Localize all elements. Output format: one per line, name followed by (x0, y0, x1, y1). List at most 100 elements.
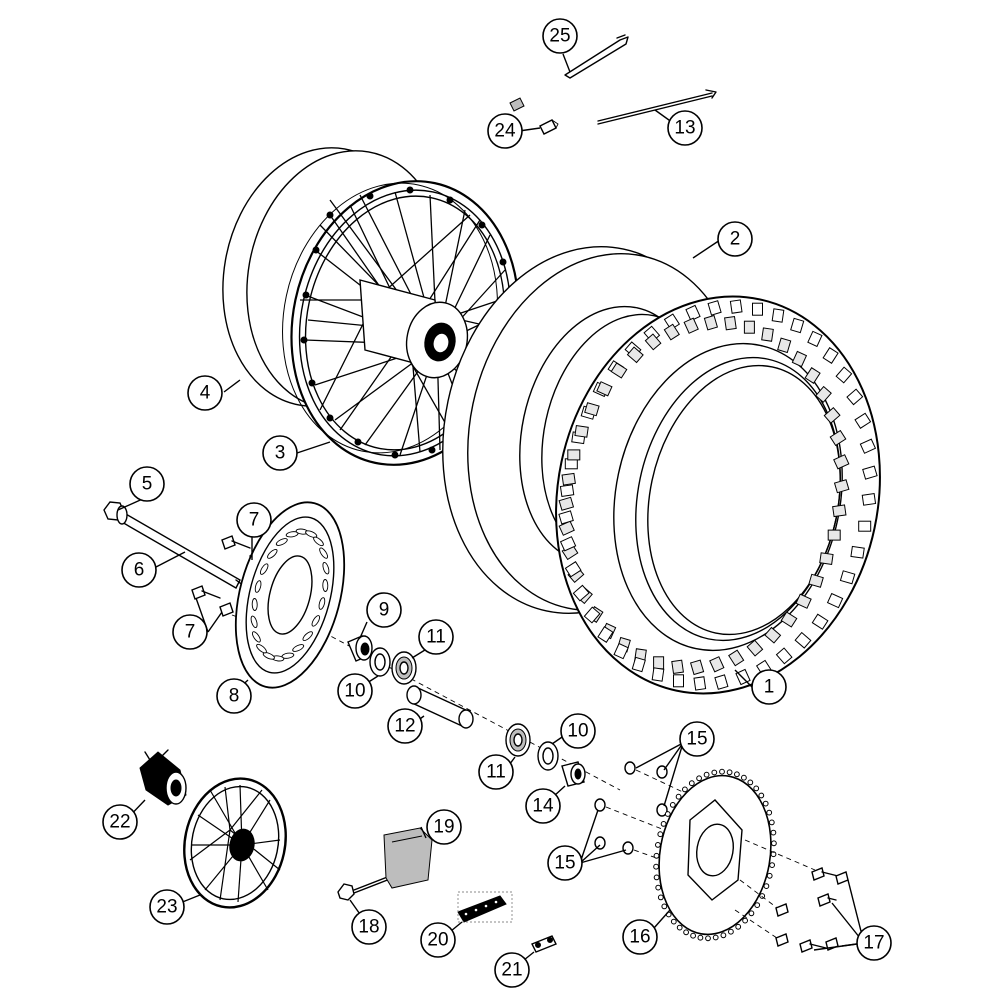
sprocket-tooth (696, 775, 702, 782)
tyre-knob (671, 659, 684, 675)
sprocket-tooth (753, 785, 760, 792)
svg-text:3: 3 (275, 443, 286, 464)
tyre-knob (685, 304, 701, 322)
callout-22: 22 (102, 804, 138, 840)
svg-text:21: 21 (501, 960, 522, 981)
sprocket-tooth (664, 811, 671, 817)
sprocket-tooth (653, 852, 660, 859)
sprocket-tooth (675, 793, 682, 800)
tyre-knob (728, 649, 745, 667)
callout-9: 9 (366, 592, 402, 628)
svg-text:9: 9 (379, 600, 390, 621)
sprocket-tooth (747, 779, 754, 786)
tyre-knob (746, 639, 764, 657)
callout-8: 8 (216, 678, 252, 714)
tyre-knob (780, 611, 798, 628)
part-chain-slider (383, 827, 433, 889)
brake-disc-hole (250, 615, 258, 629)
callout-16: 16 (622, 919, 658, 955)
tyre-knob (752, 302, 763, 316)
sprocket-tooth (754, 902, 761, 908)
tyre-knob (811, 613, 829, 630)
brake-disc-hole (311, 615, 321, 627)
tyre-knob (807, 330, 823, 348)
tyre-knob (663, 313, 681, 331)
sprocket-tooth (657, 831, 664, 838)
callout-7b: 7 (172, 614, 208, 650)
tyre-knob (693, 676, 707, 691)
part-adjuster-bolt (337, 875, 391, 901)
brake-disc-hole (256, 643, 267, 654)
tyre-knob (850, 545, 865, 559)
svg-text:16: 16 (629, 927, 650, 948)
tyre-knob (777, 337, 792, 354)
svg-text:15: 15 (554, 853, 575, 874)
part-bearing-lower (505, 723, 531, 757)
tyre-knob (567, 449, 581, 461)
part-sprocket-bolts (734, 839, 849, 953)
callout-24: 24 (487, 113, 523, 149)
sprocket-tooth (683, 929, 689, 936)
tyre-knob (564, 561, 582, 578)
part-master-link (531, 935, 557, 953)
brake-disc-hole (275, 538, 288, 546)
tyre-knob (631, 656, 646, 673)
tyre-knob (771, 308, 785, 323)
svg-text:6: 6 (134, 560, 145, 581)
sprocket-tooth (763, 883, 770, 889)
callout-19: 19 (426, 809, 462, 845)
sprocket-tooth (703, 771, 710, 778)
sprocket-tooth (705, 935, 711, 942)
tyre-knob (859, 438, 877, 454)
brake-disc-hole (267, 549, 278, 559)
callout-15a: 15 (679, 721, 715, 757)
sprocket-tooth (690, 932, 696, 939)
part-complete-wheel (183, 777, 287, 909)
callout-1: 1 (751, 669, 787, 705)
brake-disc-hole (322, 579, 329, 592)
part-hub-sleeve (406, 685, 474, 729)
brake-disc-holes (250, 528, 330, 662)
callout-15b: 15 (547, 845, 583, 881)
tyre-knobs (558, 299, 878, 691)
tyre-knob (729, 299, 743, 314)
tyre-knob (572, 584, 590, 602)
tyre-knob (583, 606, 601, 624)
svg-text:10: 10 (344, 681, 365, 702)
sprocket-tooth (720, 932, 727, 939)
tyre-knob (724, 315, 737, 331)
tyre-knob (775, 647, 793, 665)
tyre-knob (574, 425, 589, 438)
svg-text:17: 17 (863, 933, 884, 954)
tyre-knob (626, 346, 644, 364)
svg-text:19: 19 (433, 817, 454, 838)
tyre-knob (561, 472, 576, 486)
tyre-knob (644, 333, 662, 351)
svg-text:22: 22 (109, 812, 130, 833)
sprocket-tooth (742, 917, 748, 924)
tyre-knob (833, 454, 850, 470)
tyre-knob (861, 493, 877, 506)
brake-disc-hole (262, 652, 275, 660)
tyre-knob (651, 667, 665, 682)
brake-disc-hole (292, 644, 305, 652)
tyre-knob (743, 320, 755, 334)
svg-text:18: 18 (358, 917, 379, 938)
tyre-knob (823, 406, 841, 424)
svg-text:5: 5 (142, 474, 153, 495)
callout-2: 2 (717, 221, 753, 257)
part-drive-chain (457, 891, 513, 923)
sprocket-tooth (748, 910, 755, 917)
sprocket-tooth (771, 840, 777, 847)
brake-disc-hole (252, 631, 261, 643)
sprocket-tooth (669, 802, 676, 808)
svg-text:23: 23 (156, 897, 177, 918)
sprocket-tooth (741, 774, 747, 781)
tyre-knob (673, 674, 684, 688)
tyre-knob (559, 536, 577, 552)
part-axle-nut (103, 501, 128, 525)
callout-10b: 10 (560, 713, 596, 749)
callout-18: 18 (351, 909, 387, 945)
